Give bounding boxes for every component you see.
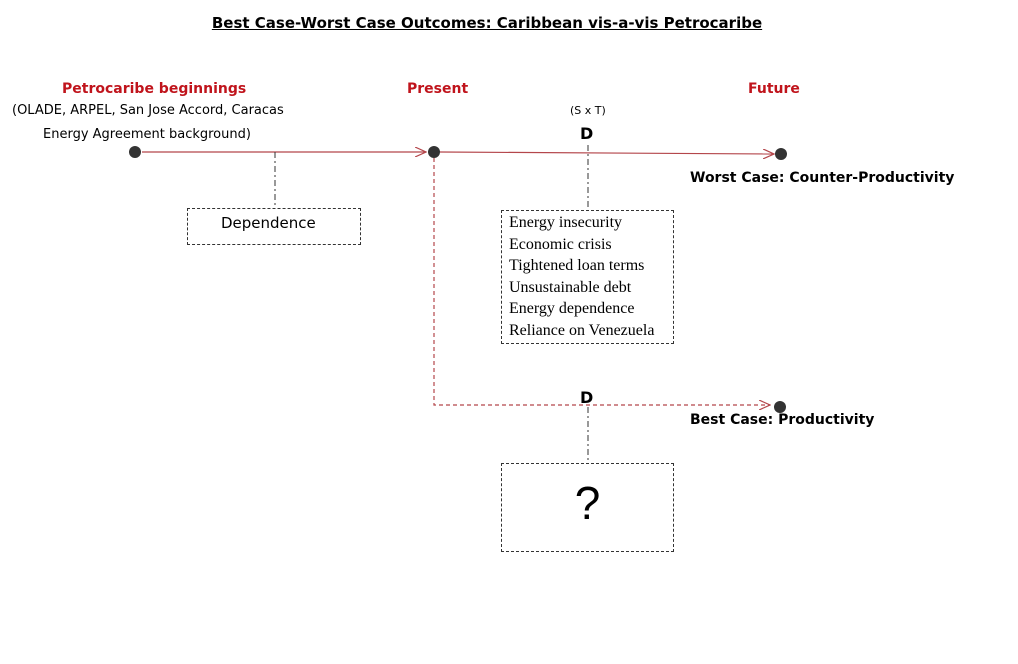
box-worst-case-items: Energy insecurity Economic crisis Tighte… xyxy=(501,210,674,344)
list-item: Tightened loan terms xyxy=(509,257,645,274)
node-worst-case xyxy=(775,148,787,160)
label-d-lower: D xyxy=(580,388,594,407)
list-item: Reliance on Venezuela xyxy=(509,321,655,339)
timeline-present-to-best xyxy=(433,158,770,405)
list-item: Unsustainable debt xyxy=(509,278,632,296)
label-present: Present xyxy=(407,81,469,97)
node-best-case xyxy=(774,401,786,413)
node-present xyxy=(428,146,440,158)
label-best-case: Best Case: Productivity xyxy=(690,412,875,428)
list-item: Energy insecurity xyxy=(509,214,623,231)
label-s-x-t: (S x T) xyxy=(570,104,606,117)
label-worst-case: Worst Case: Counter-Productivity xyxy=(690,170,955,186)
question-mark: ? xyxy=(574,477,601,529)
label-future: Future xyxy=(748,81,800,97)
label-beginnings-note-2: Energy Agreement background) xyxy=(43,127,251,142)
timeline-present-to-worst xyxy=(439,152,774,154)
box-best-case-unknown: ? xyxy=(501,463,674,552)
diagram-title: Best Case-Worst Case Outcomes: Caribbean… xyxy=(211,14,763,32)
label-petrocaribe-beginnings: Petrocaribe beginnings xyxy=(62,81,247,97)
list-item: Economic crisis xyxy=(509,235,612,253)
label-beginnings-note-1: (OLADE, ARPEL, San Jose Accord, Caracas xyxy=(12,103,284,118)
list-item: Energy dependence xyxy=(509,300,635,317)
box-dependence: Dependence xyxy=(187,208,361,245)
label-d-upper: D xyxy=(580,124,594,143)
box-dependence-text: Dependence xyxy=(221,214,316,232)
node-beginnings xyxy=(129,146,141,158)
